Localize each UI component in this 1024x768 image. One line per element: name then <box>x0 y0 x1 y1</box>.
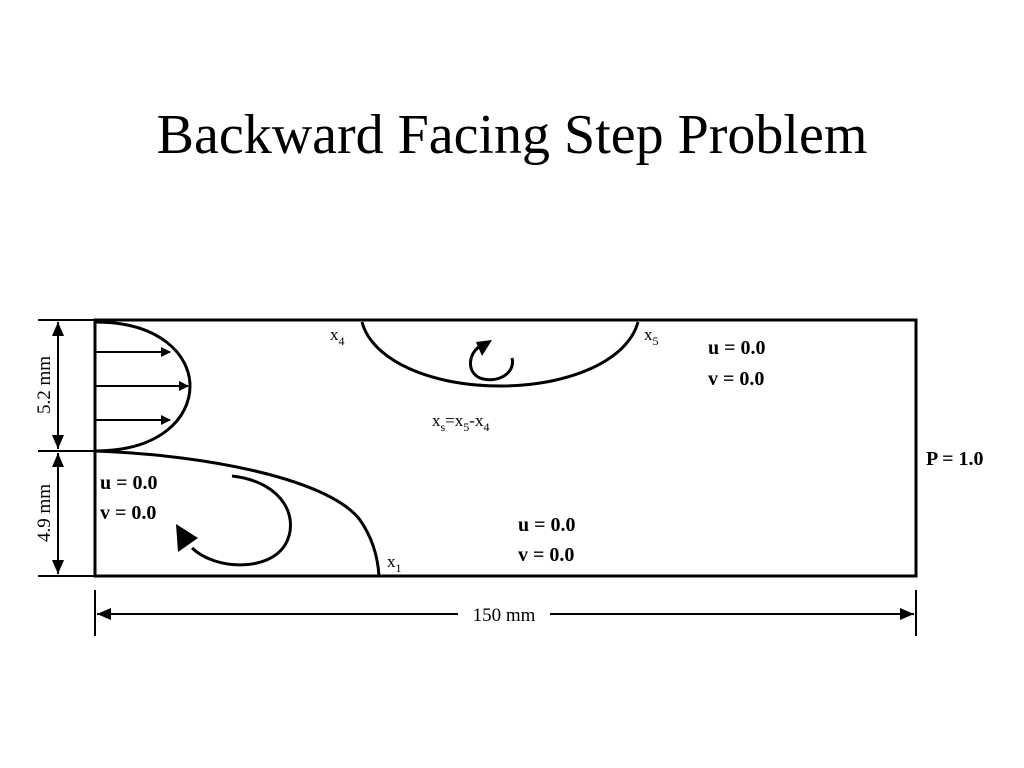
upper-vortex-curl <box>469 343 514 382</box>
channel-domain <box>93 318 918 578</box>
upper-recirculation-bubble <box>360 321 640 388</box>
top-wall-v-label: v = 0.0 <box>708 368 764 390</box>
bottom-wall-v-label: v = 0.0 <box>518 544 574 566</box>
slide-title: Backward Facing Step Problem <box>156 104 868 166</box>
step-height-label: 4.9 mm <box>34 484 55 542</box>
inlet-velocity-profile <box>94 320 192 453</box>
inlet-height-arrow-bottom <box>52 435 64 449</box>
point-label-x1: x1 <box>387 552 402 575</box>
separation-length-formula: xs=x5-x4 <box>432 411 489 434</box>
inlet-height-label: 5.2 mm <box>34 356 55 414</box>
step-height-arrow-top <box>52 453 64 467</box>
step-v-label: v = 0.0 <box>100 502 156 524</box>
point-label-x4: x4 <box>330 325 345 348</box>
length-arrow-right <box>900 608 914 620</box>
channel-length-label: 150 mm <box>473 605 536 626</box>
lower-recirculation-bubble <box>94 449 381 577</box>
step-height-arrow-bottom <box>52 560 64 574</box>
length-arrow-left <box>97 608 111 620</box>
upper-vortex-arrowhead <box>476 340 492 356</box>
top-wall-u-label: u = 0.0 <box>708 337 766 359</box>
svg-text:x1: x1 <box>387 552 402 575</box>
step-u-label: u = 0.0 <box>100 472 158 494</box>
svg-text:xs=x5-x4: xs=x5-x4 <box>432 411 489 434</box>
lower-vortex-curl <box>190 474 292 567</box>
point-label-x5: x5 <box>644 325 659 348</box>
outlet-pressure-label: P = 1.0 <box>926 448 984 470</box>
bottom-wall-u-label: u = 0.0 <box>518 514 576 536</box>
svg-text:x4: x4 <box>330 325 345 348</box>
inlet-height-arrow-top <box>52 322 64 336</box>
svg-text:x5: x5 <box>644 325 659 348</box>
lower-vortex-arrowhead <box>176 524 198 552</box>
